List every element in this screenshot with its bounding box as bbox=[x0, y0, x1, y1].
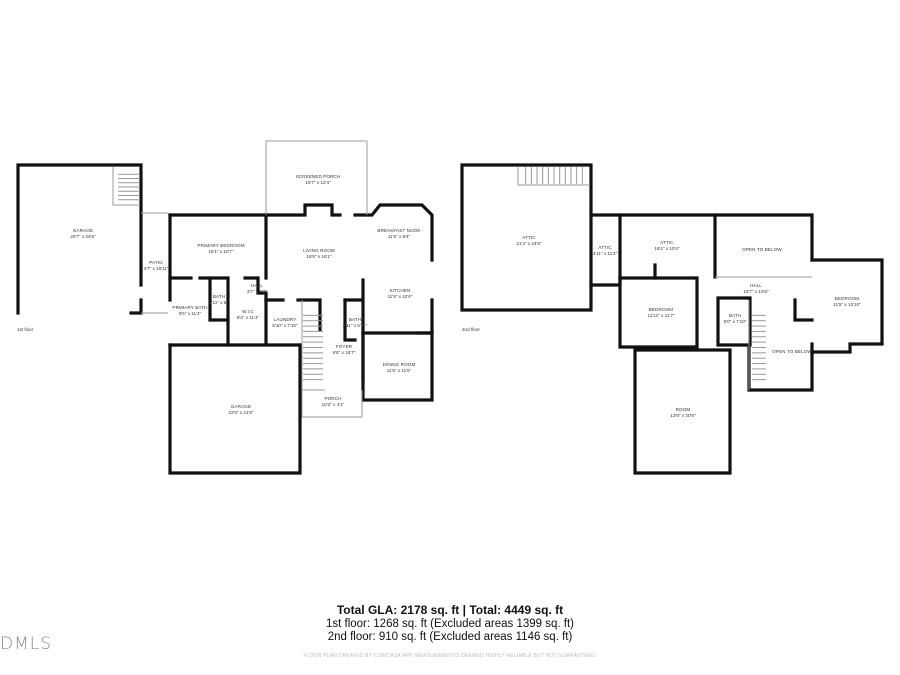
room-name: ATTIC bbox=[522, 235, 536, 240]
room-dimensions: 21'4" x 24'8" bbox=[516, 241, 542, 246]
wall bbox=[168, 343, 302, 475]
wall bbox=[810, 258, 884, 354]
room-name: HALL bbox=[251, 283, 263, 288]
floor1-label: 1st floor bbox=[17, 327, 34, 332]
wall bbox=[343, 298, 357, 342]
room-dimensions: 10'2" x 4'1" bbox=[322, 402, 345, 407]
wall bbox=[243, 276, 268, 302]
wall bbox=[633, 348, 732, 475]
wall bbox=[296, 298, 322, 332]
wall bbox=[353, 203, 434, 262]
room-name: PRIMARY BATH bbox=[172, 305, 207, 310]
floor1-area: 1st floor: 1268 sq. ft (Excluded areas 1… bbox=[325, 618, 575, 630]
room-dimensions: 4'11" x 11'4" bbox=[593, 251, 618, 256]
room-dimensions: 11'5" x 12'6" bbox=[388, 294, 413, 299]
room-name: W.I.C bbox=[242, 309, 254, 314]
room-name: OPEN TO BELOW bbox=[742, 247, 782, 252]
room-name: BEDROOM bbox=[835, 296, 860, 301]
room-dimensions: 9'5" x 11'4" bbox=[179, 311, 202, 316]
room-dimensions: 13'8" x 20'8" bbox=[670, 413, 696, 418]
room-dimensions: 16'9" x 16'1" bbox=[306, 254, 332, 259]
room-dimensions: 11'5" x 13'10" bbox=[833, 302, 861, 307]
wall bbox=[129, 298, 143, 315]
room-name: KITCHEN bbox=[390, 288, 411, 293]
wall bbox=[589, 213, 814, 262]
wall bbox=[198, 276, 230, 347]
floor2-area: 2nd floor: 910 sq. ft (Excluded areas 11… bbox=[327, 631, 573, 643]
room-dimensions: 16'7" x 12'4" bbox=[305, 180, 331, 185]
wall bbox=[793, 298, 814, 322]
room-name: HALL bbox=[750, 283, 762, 288]
floor2-label: 2nd floor bbox=[462, 327, 480, 332]
room-name: LAUNDRY bbox=[274, 317, 297, 322]
room-dimensions: 16'1" x 10'7" bbox=[208, 249, 234, 254]
wall bbox=[208, 278, 230, 322]
room-name: ATTIC bbox=[598, 245, 612, 250]
room-dimensions: 19'7" x 10'6" bbox=[743, 289, 769, 294]
room-name: DINING ROOM bbox=[383, 362, 416, 367]
room-dimensions: 3'7" x 3'2" bbox=[247, 289, 267, 294]
room-name: BATH bbox=[729, 313, 741, 318]
thin-wall bbox=[265, 140, 368, 215]
room-name: GARAGE bbox=[231, 404, 251, 409]
room-name: OPEN TO BELOW bbox=[772, 349, 812, 354]
wall bbox=[460, 163, 593, 312]
room-name: LIVING ROOM bbox=[303, 248, 335, 253]
wall bbox=[618, 276, 699, 349]
room-name: GARAGE bbox=[73, 228, 93, 233]
room-name: BATH bbox=[349, 317, 361, 322]
wall bbox=[589, 275, 622, 287]
room-dimensions: 5'10" x 7'10" bbox=[272, 323, 298, 328]
room-name: ATTIC bbox=[660, 240, 674, 245]
room-dimensions: 5'0" x 7'10" bbox=[724, 319, 747, 324]
wall bbox=[361, 298, 434, 402]
room-dimensions: 6'2" x 11'4" bbox=[237, 315, 260, 320]
thin-wall bbox=[517, 167, 590, 186]
thin-wall bbox=[301, 390, 363, 418]
wall bbox=[16, 163, 143, 315]
disclaimer: FLOOR PLAN CREATED BY CUBICASA APP. MEAS… bbox=[303, 653, 597, 659]
room-name: BREAKFAST NOOK bbox=[377, 228, 421, 233]
total-area: Total GLA: 2178 sq. ft | Total: 4449 sq.… bbox=[336, 603, 564, 617]
room-name: BEDROOM bbox=[649, 307, 674, 312]
room-name: PATIO bbox=[149, 260, 163, 265]
room-dimensions: 6'6" x 15'7" bbox=[333, 350, 356, 355]
room-dimensions: 11'5" x 11'6" bbox=[387, 368, 412, 373]
room-dimensions: 16'1" x 10'4" bbox=[654, 246, 680, 251]
room-name: ROOM bbox=[676, 407, 691, 412]
wall bbox=[264, 203, 342, 217]
room-dimensions: 22'0" x 21'5" bbox=[228, 410, 254, 415]
watermark-logo: DMLS bbox=[0, 634, 53, 654]
room-name: BATH bbox=[213, 294, 225, 299]
room-name: PORCH bbox=[324, 396, 341, 401]
room-dimensions: 11'5" x 9'4" bbox=[388, 234, 411, 239]
room-dimensions: 4'7" x 16'11" bbox=[144, 266, 169, 271]
room-name: FOYER bbox=[336, 344, 353, 349]
room-dimensions: 20'7" x 24'8" bbox=[70, 234, 96, 239]
room-dimensions: 2'11" x 6'11" bbox=[343, 323, 368, 328]
walls bbox=[16, 140, 884, 475]
room-name: PRIMARY BEDROOM bbox=[197, 243, 244, 248]
room-dimensions: 2'11" x 6'" bbox=[209, 300, 229, 305]
room-name: SCREENED PORCH bbox=[296, 174, 341, 179]
thin-wall bbox=[112, 167, 140, 206]
room-dimensions: 12'11" x 11'7" bbox=[647, 313, 674, 318]
